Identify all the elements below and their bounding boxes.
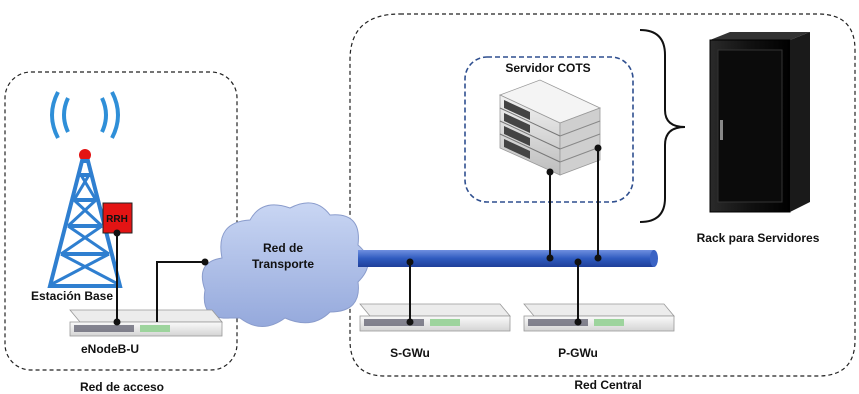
- cloud-dot: [201, 258, 209, 266]
- sgw-label: S-GWu: [390, 346, 430, 360]
- enodeb-label: eNodeB-U: [81, 342, 139, 356]
- bus-server-dot-1: [546, 254, 554, 262]
- core-region-label: Red Central: [574, 378, 641, 392]
- bus-server-dot-2: [594, 254, 602, 262]
- pgw-dot: [574, 318, 582, 326]
- antenna-tower-icon: [47, 91, 123, 288]
- core-network-region: [349, 13, 856, 377]
- server-rack-icon: [709, 32, 810, 213]
- server-dot-1: [546, 168, 554, 176]
- cloud-icon: [201, 202, 369, 327]
- server-dot-2: [594, 144, 602, 152]
- access-region-label: Red de acceso: [80, 380, 164, 394]
- rrh-dot: [113, 229, 121, 237]
- connection-lines: [116, 148, 599, 322]
- core-bus: [358, 250, 658, 267]
- cots-server-label: Servidor COTS: [505, 61, 590, 75]
- rack-label: Rack para Servidores: [697, 231, 820, 245]
- bus-pgw-dot: [574, 258, 582, 266]
- transport-label-line2: Transporte: [252, 257, 314, 271]
- pgw-label: P-GWu: [558, 346, 598, 360]
- bus-sgw-dot: [406, 258, 414, 266]
- rrh-label: RRH: [106, 214, 128, 225]
- base-station-label: Estación Base: [31, 289, 113, 303]
- access-network-region: [4, 71, 238, 371]
- transport-label-line1: Red de: [263, 241, 303, 255]
- rack-bracket: [639, 29, 686, 223]
- enodeb-switch-icon: [69, 309, 223, 337]
- enodeb-dot-1: [113, 318, 121, 326]
- server-stack-icon: [498, 79, 602, 176]
- sgw-switch-icon: [359, 303, 511, 332]
- pgw-switch-icon: [523, 303, 675, 332]
- connection-dots: [113, 144, 602, 326]
- enodeb-to-cloud-line: [156, 261, 205, 322]
- sgw-dot: [406, 318, 414, 326]
